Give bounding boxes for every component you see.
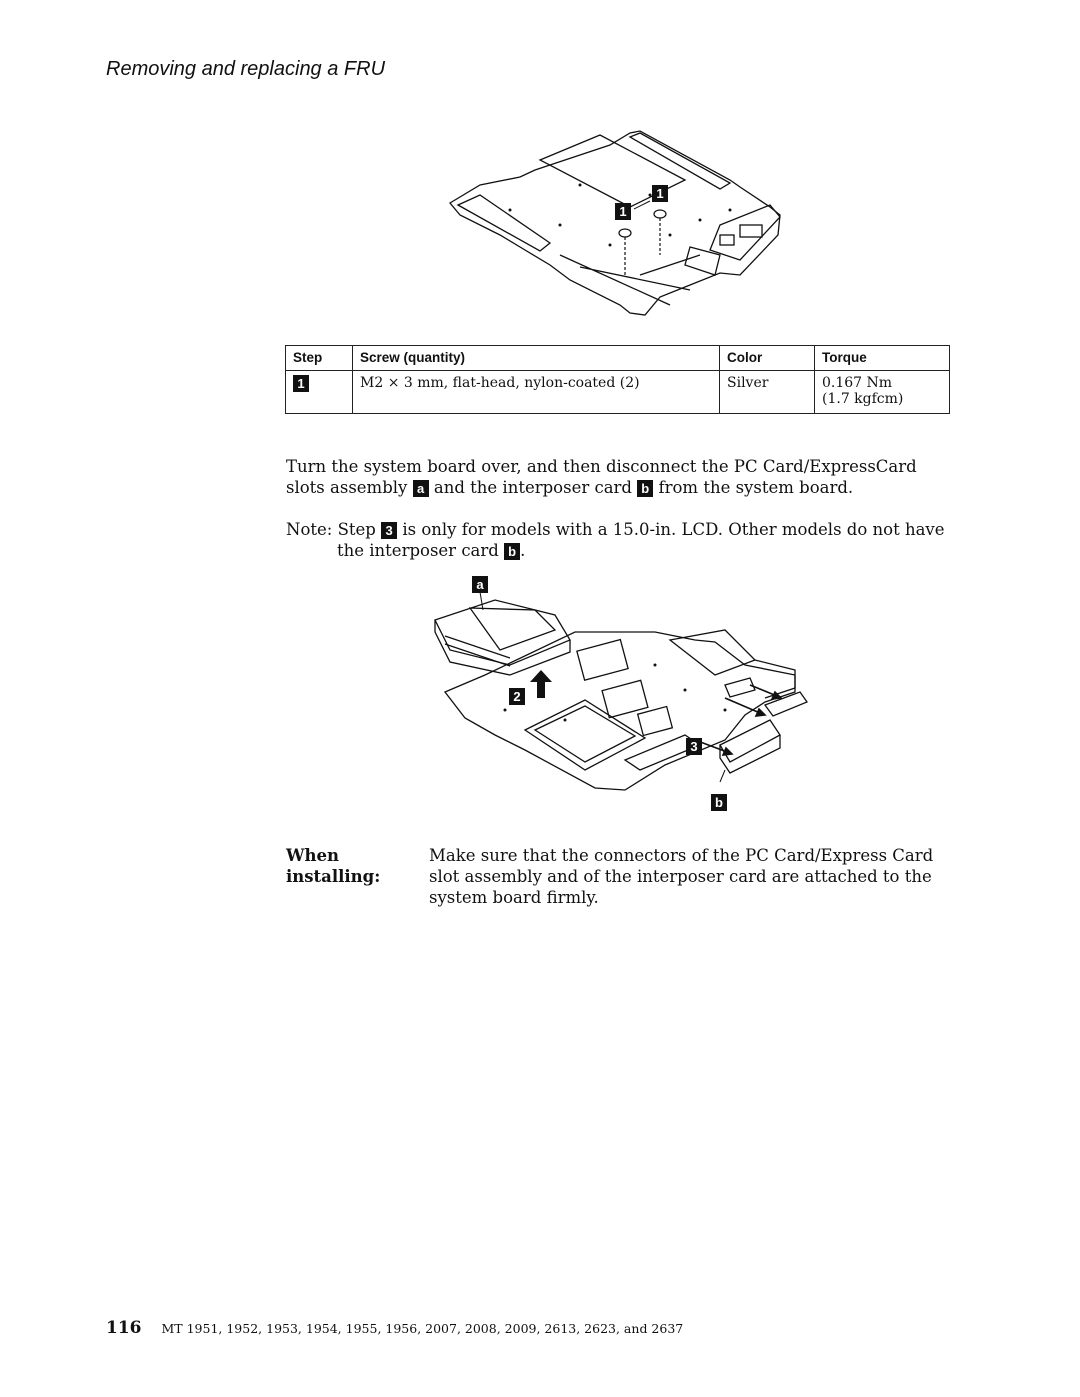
header-color: Color <box>719 345 815 371</box>
torque-nm: 0.167 Nm <box>822 375 893 391</box>
screw-cell: M2 × 3 mm, flat-head, nylon-coated (2) <box>352 370 720 414</box>
callout-b: b <box>715 795 723 810</box>
screw-table: Step Screw (quantity) Color Torque 1 M2 … <box>285 345 950 414</box>
note-label: Note: <box>286 520 333 539</box>
instruction-text-2: and the interposer card <box>433 478 632 497</box>
color-cell: Silver <box>719 370 815 414</box>
torque-cell: 0.167 Nm (1.7 kgfcm) <box>814 370 950 414</box>
step-cell: 1 <box>285 370 353 414</box>
table-row: 1 M2 × 3 mm, flat-head, nylon-coated (2)… <box>285 370 950 414</box>
note-text-4: . <box>520 541 526 560</box>
note-paragraph: Note: Step 3 is only for models with a 1… <box>286 519 956 561</box>
instruction-paragraph: Turn the system board over, and then dis… <box>286 456 956 498</box>
header-screw: Screw (quantity) <box>352 345 720 371</box>
callout-1b: 1 <box>656 186 663 201</box>
callout-3: 3 <box>690 739 697 754</box>
instruction-text-3: from the system board. <box>658 478 854 497</box>
callout-a-inline: a <box>412 480 429 497</box>
page-footer: 116 MT 1951, 1952, 1953, 1954, 1955, 195… <box>106 1318 683 1338</box>
page-header: Removing and replacing a FRU <box>106 58 386 80</box>
header-step: Step <box>285 345 353 371</box>
note-text-3: the interposer card <box>337 541 499 560</box>
table-header-row: Step Screw (quantity) Color Torque <box>285 345 950 371</box>
installing-label: When installing: <box>286 846 381 886</box>
note-text-2: is only for models with a 15.0-in. LCD. … <box>402 520 945 539</box>
page-number: 116 <box>106 1318 142 1338</box>
installing-text: Make sure that the connectors of the PC … <box>429 846 934 907</box>
callout-2: 2 <box>513 689 520 704</box>
callout-a: a <box>476 577 484 592</box>
callout-1a: 1 <box>619 204 626 219</box>
callout-b-inline: b <box>637 480 654 497</box>
pccard-removal-figure: a 2 3 b <box>434 576 808 811</box>
installing-paragraph: When installing: Make sure that the conn… <box>286 845 956 908</box>
step-badge: 1 <box>293 375 309 392</box>
footer-text: MT 1951, 1952, 1953, 1954, 1955, 1956, 2… <box>161 1321 684 1336</box>
instruction-text-1: Turn the system board over, and then dis… <box>286 457 917 497</box>
callout-b-note: b <box>504 543 521 560</box>
system-board-screws-figure: 1 1 <box>449 130 781 316</box>
note-continuation: the interposer card b. <box>286 540 956 561</box>
header-torque: Torque <box>814 345 950 371</box>
callout-3-inline: 3 <box>381 522 398 539</box>
torque-kgfcm: (1.7 kgfcm) <box>822 391 904 407</box>
note-text-1: Step <box>337 520 376 539</box>
